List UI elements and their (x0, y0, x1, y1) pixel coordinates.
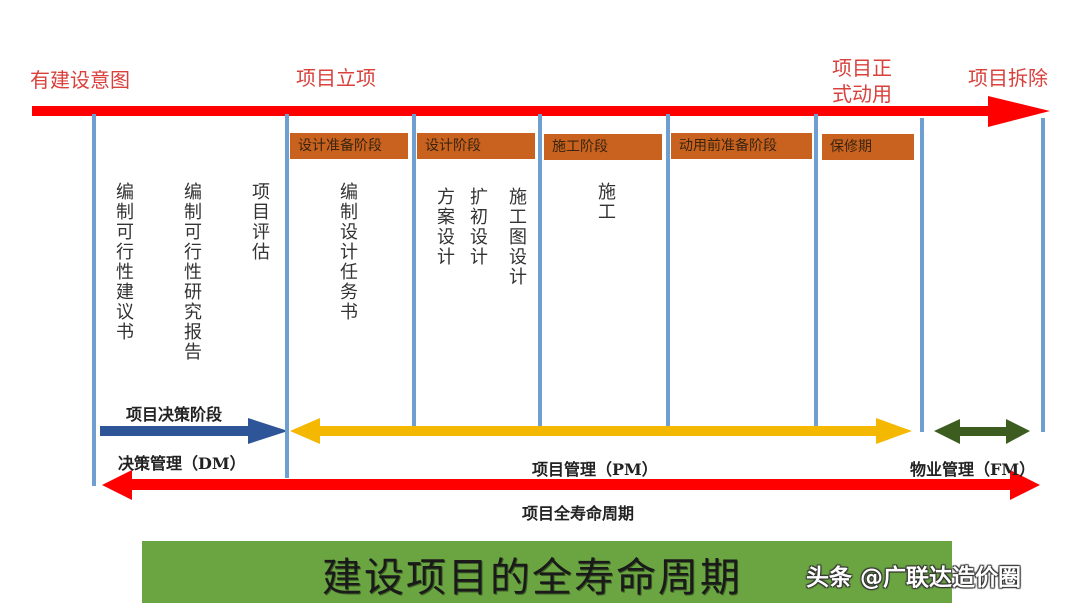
lifecycle-label: 项目全寿命周期 (522, 504, 635, 523)
divider-line (538, 114, 542, 426)
divider-line (1041, 118, 1045, 432)
task-project-evaluation: 项目评估 (249, 182, 270, 262)
pm-arrow (290, 418, 912, 444)
task-feasibility-study: 编制可行性研究报告 (181, 182, 202, 362)
task-preliminary-design: 扩初设计 (467, 187, 488, 267)
divider-line (412, 114, 416, 426)
phase-construction: 施工阶段 (544, 134, 662, 160)
lifecycle-arrow (102, 470, 1040, 500)
watermark: 头条 @广联达造价圈 (806, 565, 1022, 591)
decision-stage-label: 项目决策阶段 (126, 405, 223, 424)
phase-pre-operation: 动用前准备阶段 (671, 133, 812, 159)
timeline-arrow (32, 96, 1050, 127)
milestone-approval: 项目立项 (296, 66, 376, 90)
fm-arrow (934, 419, 1030, 444)
pm-label: 项目管理（PM） (532, 460, 658, 479)
divider-line (666, 114, 670, 426)
divider-line (920, 118, 924, 432)
title-banner: 建设项目的全寿命周期 (142, 541, 952, 603)
phase-warranty: 保修期 (822, 134, 914, 160)
divider-line (92, 114, 96, 486)
task-construction: 施工 (595, 182, 616, 222)
task-schematic-design: 方案设计 (434, 187, 455, 267)
phase-design-prep: 设计准备阶段 (290, 133, 408, 159)
task-construction-drawings: 施工图设计 (506, 187, 527, 287)
dm-label: 决策管理（DM） (118, 454, 246, 473)
milestone-operation-line2: 式动用 (832, 82, 892, 106)
milestone-intent: 有建设意图 (30, 68, 130, 92)
divider-line (285, 114, 289, 478)
fm-label: 物业管理（FM） (910, 460, 1036, 479)
milestone-demolition: 项目拆除 (968, 66, 1048, 90)
divider-line (814, 114, 818, 426)
task-design-brief: 编制设计任务书 (337, 182, 358, 322)
dm-arrow (100, 418, 288, 444)
task-feasibility-proposal: 编制可行性建议书 (113, 182, 134, 342)
banner-title: 建设项目的全寿命周期 (322, 555, 742, 601)
phase-design: 设计阶段 (417, 133, 535, 159)
milestone-operation-line1: 项目正 (832, 56, 892, 80)
